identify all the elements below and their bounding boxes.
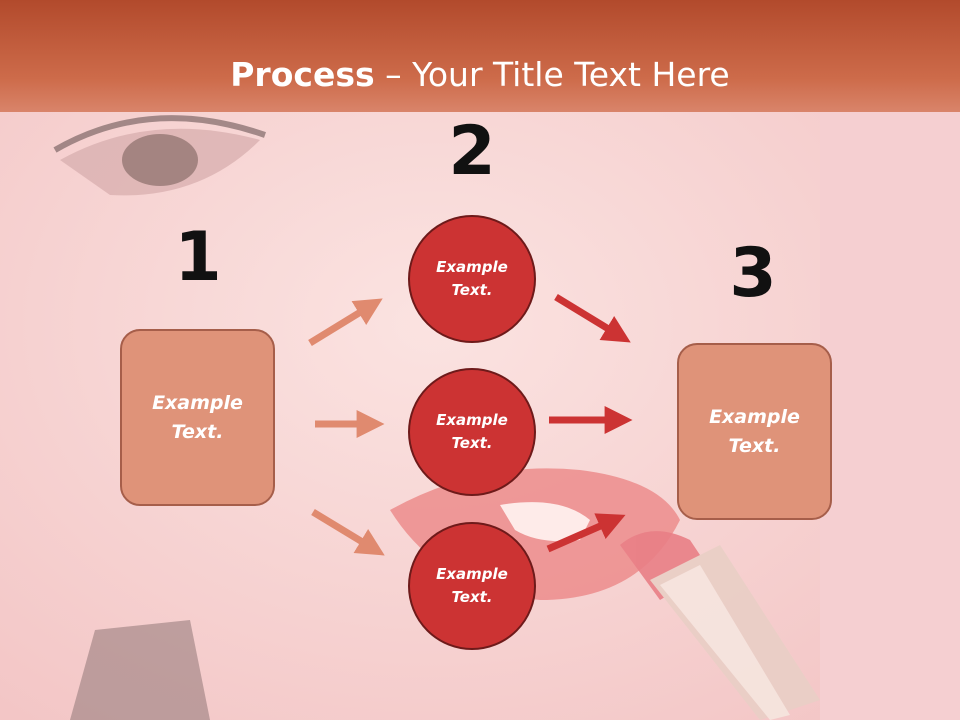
arrow-circle-top-to-box3 — [554, 294, 631, 343]
step-number-3: 3 — [729, 234, 777, 313]
title-bold-text: Process — [230, 55, 375, 94]
circle-mid-line2: Text. — [451, 434, 493, 452]
circle-mid-line1: Example — [436, 411, 508, 429]
slide-title: Process – Your Title Text Here — [0, 50, 960, 100]
circle-top-line2: Text. — [451, 281, 493, 299]
box-left-line2: Text. — [171, 420, 224, 443]
circle-bottom-line2: Text. — [451, 588, 493, 606]
circle-bottom-line1: Example — [436, 565, 508, 583]
arrow-box1-to-circle-bottom — [311, 509, 385, 556]
process-circle-bottom: Example Text. — [408, 522, 536, 650]
step-number-1: 1 — [174, 218, 222, 297]
title-bar — [0, 0, 960, 112]
arrow-box1-to-circle-top — [308, 298, 383, 346]
box-right-line1: Example — [709, 405, 800, 428]
box-left-line1: Example — [152, 391, 243, 414]
process-circle-top: Example Text. — [408, 215, 536, 343]
process-circle-middle: Example Text. — [408, 368, 536, 496]
process-box-left: Example Text. — [120, 329, 275, 506]
circle-top-line1: Example — [436, 258, 508, 276]
box-right-line2: Text. — [728, 434, 781, 457]
step-number-2: 2 — [448, 112, 496, 191]
title-rest-text: – Your Title Text Here — [374, 55, 730, 94]
process-box-right: Example Text. — [677, 343, 832, 520]
arrow-circle-bottom-to-box3 — [546, 513, 626, 553]
